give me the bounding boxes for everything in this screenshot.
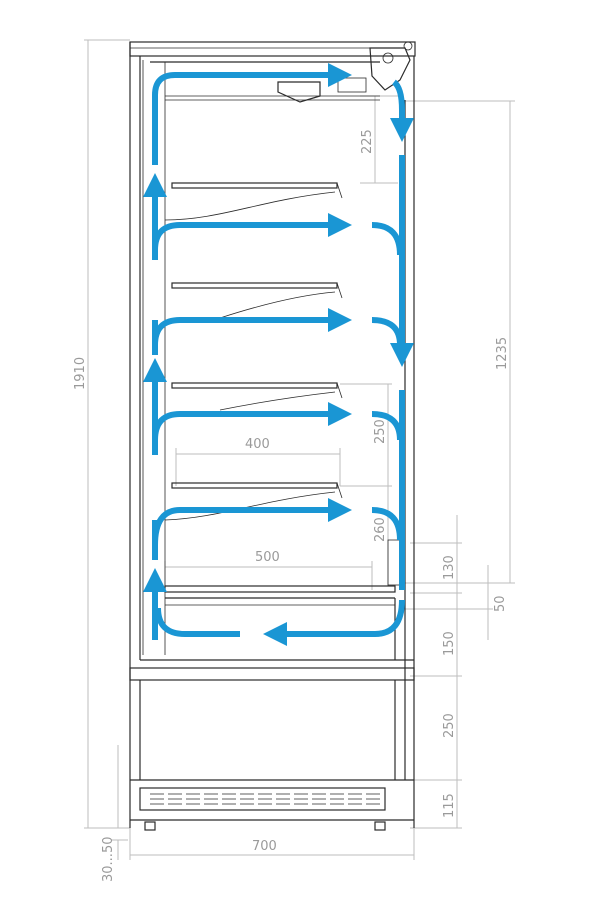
label-total-height: 1910 (73, 357, 88, 390)
label-50: 50 (493, 595, 508, 612)
airflow-shelf-1 (152, 213, 352, 251)
airflow-shelf-4 (152, 498, 352, 546)
shelf-1 (164, 182, 343, 221)
airflow-back-down-top (390, 79, 414, 142)
label-115: 115 (442, 793, 457, 818)
label-150: 150 (442, 631, 457, 656)
shelf-2 (171, 282, 343, 319)
shelves (164, 182, 343, 521)
label-top-shelf-gap: 225 (360, 129, 375, 154)
airflow-shelf-2 (152, 308, 352, 346)
airflow-shelf-3 (152, 402, 352, 441)
airflow-bottom-return (263, 599, 405, 646)
shelf-4 (164, 482, 343, 521)
label-bottom-shelf-gap: 260 (373, 517, 388, 542)
shelf-3 (171, 382, 343, 411)
dimension-labels: 1910 30...50 700 225 250 260 400 500 123… (73, 129, 510, 882)
airflow-top-loop (152, 63, 352, 165)
label-display-height: 1235 (495, 337, 510, 370)
label-shelf-depth-lower: 500 (255, 550, 280, 565)
label-shelf-depth-upper: 400 (245, 437, 270, 452)
label-130: 130 (442, 555, 457, 580)
label-250: 250 (442, 713, 457, 738)
label-shelf-gap: 250 (373, 419, 388, 444)
airflow-arrows (143, 63, 414, 646)
base-vent-grille (150, 793, 380, 805)
label-width: 700 (252, 839, 277, 854)
label-feet-height: 30...50 (101, 837, 116, 882)
